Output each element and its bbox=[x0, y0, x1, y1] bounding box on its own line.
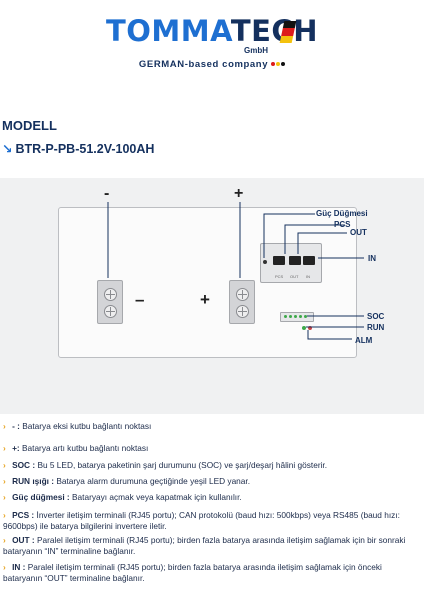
soc-led-3 bbox=[294, 315, 297, 318]
alm-led bbox=[308, 326, 312, 330]
legend-item-pcs: › PCS : İnverter iletişim terminali (RJ4… bbox=[3, 510, 419, 532]
power-button-icon bbox=[263, 260, 267, 264]
brand-logo: TOMMATECH GmbH GERMAN-based company bbox=[0, 0, 424, 80]
legend-text: Batarya alarm durumuna geçtiğinde yeşil … bbox=[56, 476, 251, 486]
legend-term: SOC : bbox=[9, 460, 38, 470]
soc-led-panel bbox=[280, 312, 314, 322]
legend-text: Paralel iletişim terminali (RJ45 portu);… bbox=[3, 562, 382, 583]
legend-term: OUT : bbox=[9, 535, 37, 545]
legend-item-out: › OUT : Paralel iletişim terminali (RJ45… bbox=[3, 535, 419, 557]
port-mark-out: OUT bbox=[290, 274, 299, 279]
logo-gmbh: GmbH bbox=[244, 46, 268, 55]
minus-terminal-sign: – bbox=[135, 290, 145, 309]
logo-wordmark: TOMMATECH bbox=[0, 14, 424, 48]
legend-item-in: › IN : Paralel iletişim terminali (RJ45 … bbox=[3, 562, 419, 584]
legend-item-minus: › - : Batarya eksi kutbu bağlantı noktas… bbox=[3, 421, 419, 432]
section-label: MODELL bbox=[2, 118, 57, 133]
minus-callout: - bbox=[104, 185, 110, 202]
out-port bbox=[289, 256, 301, 265]
model-name-text: BTR-P-PB-51.2V-100AH bbox=[15, 142, 155, 156]
chevron-right-icon: › bbox=[3, 443, 6, 453]
legend-text: Bu 5 LED, batarya paketinin şarj durumun… bbox=[37, 460, 328, 470]
legend-text: Bataryayı açmak veya kapatmak için kulla… bbox=[72, 492, 242, 502]
soc-led-5 bbox=[304, 315, 307, 318]
logo-word-part2: TECH bbox=[230, 14, 318, 48]
chevron-right-icon: › bbox=[3, 492, 6, 502]
soc-led-4 bbox=[299, 315, 302, 318]
pcs-port bbox=[273, 256, 285, 265]
tagline-dots-icon bbox=[270, 59, 286, 70]
bolt-icon bbox=[236, 305, 249, 318]
legend-item-power-button: › Güç düğmesi : Bataryayı açmak veya kap… bbox=[3, 492, 419, 503]
run-led bbox=[302, 326, 306, 330]
callout-out: OUT bbox=[350, 228, 367, 237]
legend-term: IN : bbox=[9, 562, 28, 572]
legend-text: İnverter iletişim terminali (RJ45 portu)… bbox=[3, 510, 400, 531]
bolt-icon bbox=[236, 288, 249, 301]
legend-text: Batarya artı kutbu bağlantı noktası bbox=[21, 443, 149, 453]
callout-power-button: Güç Düğmesi bbox=[316, 209, 368, 218]
arrow-down-right-icon: ↘ bbox=[2, 142, 13, 156]
callout-run: RUN bbox=[367, 323, 385, 332]
bolt-icon bbox=[104, 288, 117, 301]
callout-alm: ALM bbox=[355, 336, 373, 345]
bolt-icon bbox=[104, 305, 117, 318]
logo-word-part1: TOMMA bbox=[106, 14, 231, 48]
in-port bbox=[303, 256, 315, 265]
plus-callout: + bbox=[234, 185, 244, 202]
legend-list: › - : Batarya eksi kutbu bağlantı noktas… bbox=[0, 414, 424, 600]
chevron-right-icon: › bbox=[3, 535, 6, 545]
negative-terminal bbox=[97, 280, 123, 324]
legend-term: - : bbox=[9, 421, 23, 431]
legend-item-plus: › +: Batarya artı kutbu bağlantı noktası bbox=[3, 443, 419, 454]
legend-text: Paralel iletişim terminali (RJ45 portu);… bbox=[3, 535, 406, 556]
port-mark-in: IN bbox=[306, 274, 310, 279]
legend-term: PCS : bbox=[9, 510, 37, 520]
chevron-right-icon: › bbox=[3, 510, 6, 520]
soc-led-1 bbox=[284, 315, 287, 318]
plus-terminal-sign: + bbox=[200, 290, 210, 309]
legend-item-run: › RUN ışığı : Batarya alarm durumuna geç… bbox=[3, 476, 419, 487]
chevron-right-icon: › bbox=[3, 562, 6, 572]
chevron-right-icon: › bbox=[3, 421, 6, 431]
positive-terminal bbox=[229, 280, 255, 324]
logo-tagline: GERMAN-based company bbox=[0, 59, 424, 70]
chevron-right-icon: › bbox=[3, 460, 6, 470]
callout-in: IN bbox=[368, 254, 376, 263]
legend-term: Güç düğmesi : bbox=[9, 492, 73, 502]
callout-soc: SOC bbox=[367, 312, 385, 321]
soc-led-2 bbox=[289, 315, 292, 318]
tagline-text: GERMAN-based company bbox=[138, 59, 269, 70]
callout-pcs: PCS bbox=[334, 220, 351, 229]
legend-text: Batarya eksi kutbu bağlantı noktası bbox=[22, 421, 152, 431]
legend-term: RUN ışığı : bbox=[9, 476, 57, 486]
model-name: ↘BTR-P-PB-51.2V-100AH bbox=[2, 141, 154, 156]
chevron-right-icon: › bbox=[3, 476, 6, 486]
legend-item-soc: › SOC : Bu 5 LED, batarya paketinin şarj… bbox=[3, 460, 419, 471]
port-panel: PCS OUT IN bbox=[260, 243, 322, 283]
legend-term: +: bbox=[9, 443, 22, 453]
port-mark-pcs: PCS bbox=[275, 274, 284, 279]
